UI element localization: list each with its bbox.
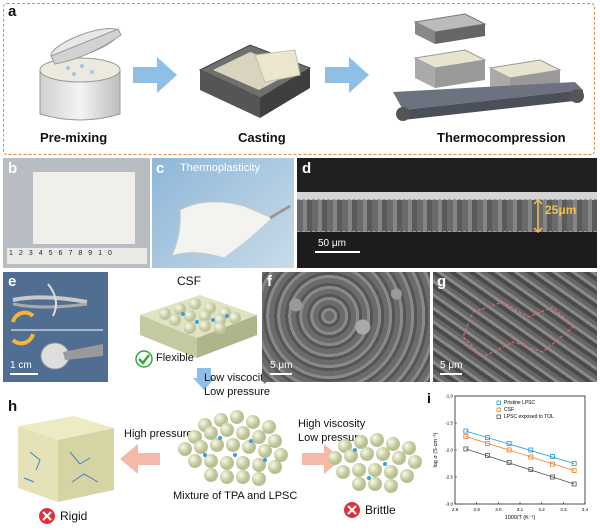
panel-d-thickness: 25μm (545, 203, 577, 217)
y-tick-label: -3.0 (445, 502, 453, 507)
csf-particle-illustration (140, 295, 257, 358)
x-tick-label: 2.9 (474, 507, 481, 512)
series-line-2 (465, 448, 575, 485)
x-tick-label: 2.8 (452, 507, 459, 512)
data-point (571, 481, 577, 487)
panel-h-label: h (8, 398, 18, 415)
y-tick-label: -2.0 (445, 448, 453, 453)
check-icon (135, 350, 153, 368)
low-pressure-label: Low pressure (204, 386, 271, 398)
panel-e-scalebar (10, 373, 38, 375)
csf-label: CSF (177, 274, 201, 288)
data-point (506, 447, 512, 453)
x-tick-label: 3.1 (517, 507, 524, 512)
data-point (550, 454, 555, 459)
arrow-down-icon (193, 368, 215, 390)
cross-icon (39, 508, 55, 524)
step-thermocompression: Thermocompression (437, 130, 566, 145)
data-point (550, 474, 555, 480)
mixture-particle-illustration (178, 410, 288, 486)
legend-entry: LPSC exposed to TOL (504, 414, 554, 420)
panel-b-photo: 12345678910 (3, 158, 150, 268)
data-point (485, 435, 490, 440)
data-point (528, 447, 534, 453)
panel-c-label: c (156, 160, 165, 177)
ruler: 12345678910 (9, 250, 118, 257)
panel-g-scalebar (440, 373, 462, 375)
flexible-label: Flexible (156, 352, 194, 364)
panel-a-frame (3, 3, 595, 155)
data-point (571, 468, 577, 473)
panel-c-photo (152, 158, 294, 268)
legend-marker (496, 407, 501, 412)
x-axis-label: 1000/T (K⁻¹) (505, 515, 536, 521)
panel-f-scalebar-label: 5 μm (270, 360, 293, 371)
panel-f-scalebar (270, 373, 292, 375)
arrow-right-icon (302, 444, 342, 474)
data-point (528, 454, 534, 460)
panel-b-label: b (8, 160, 18, 177)
data-point (485, 453, 490, 458)
y-axis-label: log σ (S·cm⁻¹) (433, 432, 439, 467)
cross-icon (344, 502, 360, 518)
panel-g-scalebar-label: 5 μm (440, 360, 463, 371)
data-point (550, 461, 555, 467)
plot-frame (454, 395, 586, 505)
panel-d-sem (297, 158, 597, 268)
low-viscosity-label: Low viscocity (204, 372, 269, 384)
data-point (528, 467, 534, 472)
arrow-right-icon (133, 57, 177, 93)
legend-marker (496, 400, 501, 405)
premixing-jar-illustration (39, 28, 122, 121)
series-line-1 (465, 436, 575, 471)
arrow-left-icon (120, 444, 160, 474)
panel-g-label: g (437, 273, 447, 290)
brittle-particle-illustration (328, 433, 422, 493)
panel-i-label: i (427, 390, 431, 406)
casting-tray-illustration (198, 44, 312, 118)
rigid-label: Rigid (60, 509, 88, 523)
x-tick-label: 3.2 (539, 507, 546, 512)
panel-a-label: a (8, 3, 17, 20)
data-point (506, 460, 512, 465)
brittle-label: Brittle (365, 503, 396, 517)
thermocompression-illustration (393, 13, 584, 121)
high-viscosity-label: High viscosity (298, 418, 366, 430)
high-pressure-label: High pressure (124, 428, 193, 440)
rigid-cube-illustration (18, 416, 114, 502)
step-premixing: Pre-mixing (40, 130, 108, 145)
legend-entry: Pristine LPSC (504, 400, 536, 406)
panel-g-sem (433, 272, 597, 382)
data-point (463, 434, 469, 439)
y-tick-label: -1.0 (445, 394, 453, 399)
data-point (571, 461, 577, 466)
step-casting: Casting (238, 130, 286, 145)
arrow-right-icon (325, 57, 369, 93)
panel-c-title: Thermoplasticity (180, 162, 261, 174)
panel-f-sem (262, 272, 430, 382)
series-line-0 (465, 430, 575, 464)
data-point (506, 441, 512, 446)
data-point (485, 441, 490, 446)
x-tick-label: 3.4 (582, 507, 589, 512)
panel-d-scalebar-label: 50 μm (318, 238, 346, 249)
data-point (463, 446, 469, 452)
panel-e-label: e (8, 273, 17, 290)
legend-entry: CSF (504, 407, 514, 413)
panel-i-chart: i 2.8 2.9 3.0 3.1 3.2 3.3 3.4 -1.0 -1.5 -2.0 -2.5 -3… (427, 390, 589, 521)
panel-e-photo (3, 272, 108, 382)
mixture-label: Mixture of TPA and LPSC (173, 490, 298, 502)
thickness-arrow-icon (533, 199, 543, 233)
data-point (463, 428, 469, 434)
panel-f-label: f (267, 273, 272, 290)
panel-e-scalebar-label: 1 cm (10, 360, 32, 371)
legend-marker (496, 414, 501, 419)
y-tick-label: -2.5 (445, 475, 453, 480)
panel-d-label: d (302, 160, 312, 177)
x-tick-label: 3.0 (495, 507, 502, 512)
x-tick-label: 3.3 (560, 507, 567, 512)
y-tick-label: -1.5 (445, 421, 453, 426)
panel-d-scalebar (315, 251, 360, 253)
